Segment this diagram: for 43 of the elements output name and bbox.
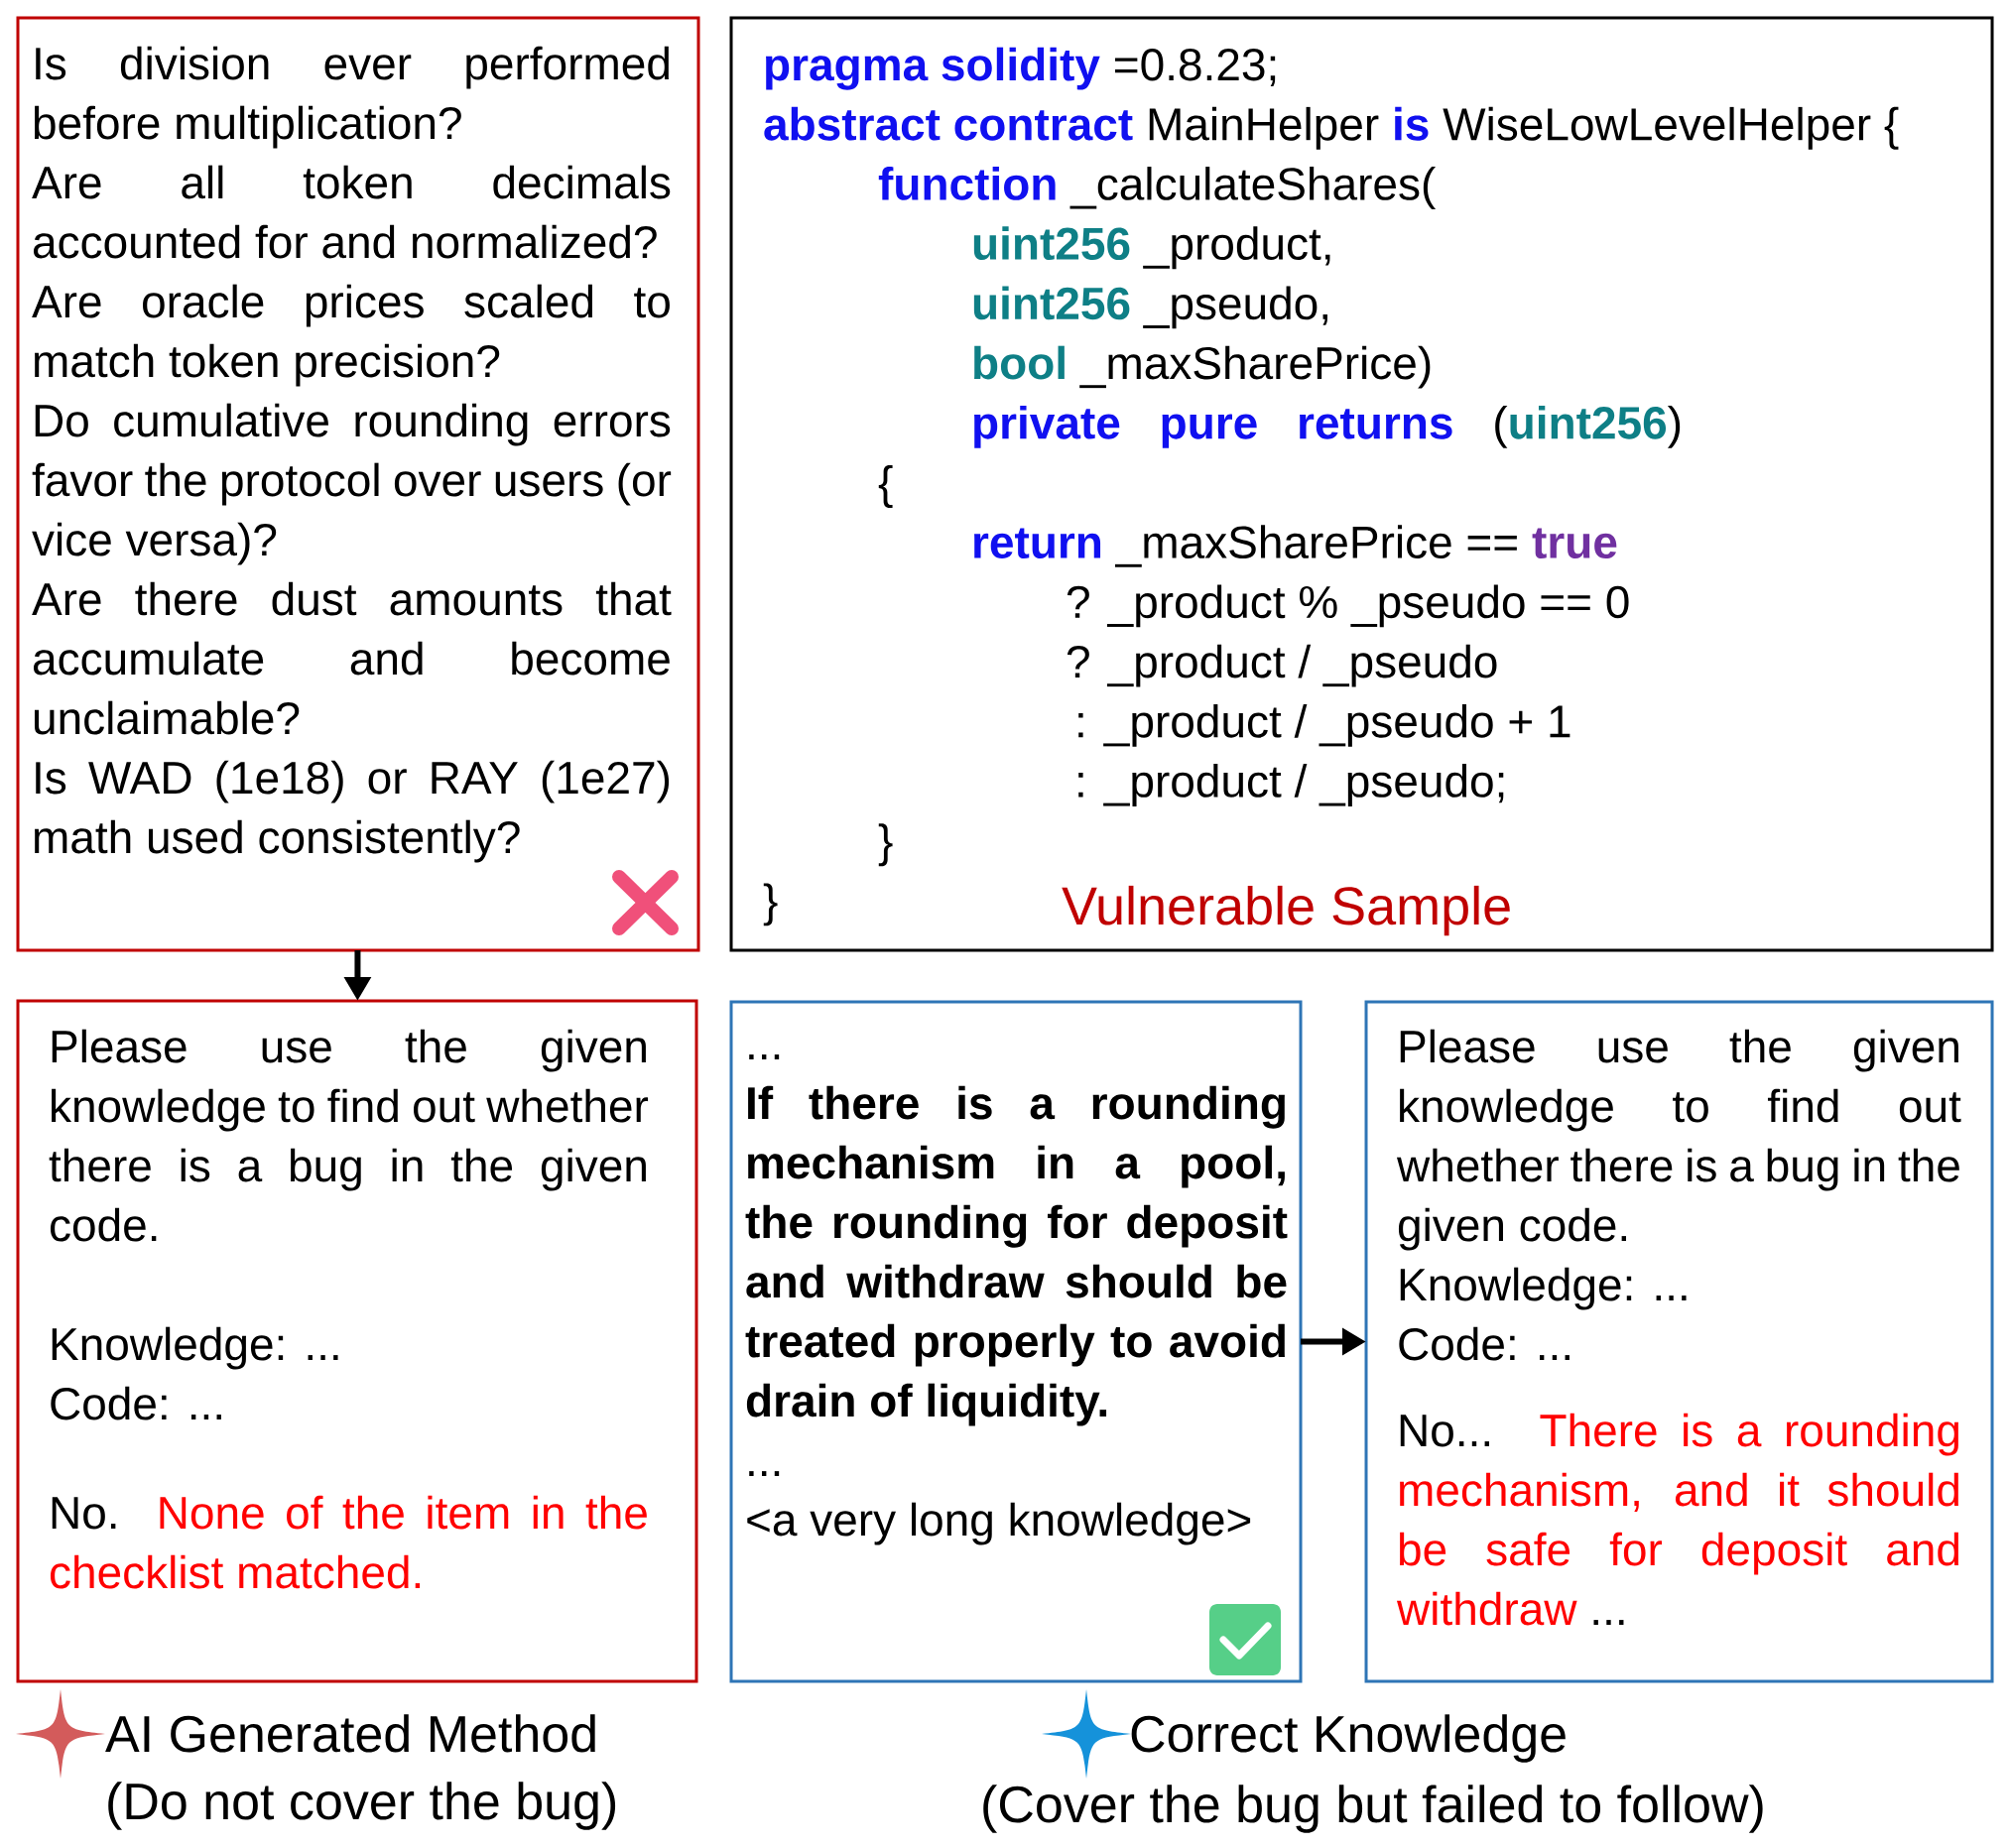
- knowledge-text: If there is a rounding mechanism in a pool, the rounding for deposit and withdraw should be treated properly to avoid drain of liquidity.: [745, 1085, 1288, 1426]
- sample-caption: Vulnerable Sample: [1062, 885, 1510, 936]
- question-text: Are all token decimals accounted for and normalized?: [32, 165, 671, 259]
- question-text: Are there dust amounts that accumulate and become unclaimable?: [32, 581, 672, 735]
- question-text: Is division ever performed before multiplication?: [34, 46, 669, 149]
- prompt-box: [1364, 1000, 1994, 1683]
- code-line: }: [878, 823, 893, 867]
- prompt-text: Please use the given knowledge to find out whether there is a bug in the given code.: [49, 1029, 649, 1242]
- question-text: Is WAD (1e18) or RAY (1e27) math used consistently?: [35, 760, 670, 863]
- placeholder-text: <a very long knowledge>: [747, 1502, 1251, 1545]
- code-line: {: [878, 465, 893, 508]
- caption-text: AI Generated Method: [105, 1714, 595, 1753]
- code-line: ? _product / _pseudo: [1067, 644, 1497, 687]
- prompt-box: [16, 999, 698, 1683]
- answer-text: No... There is a rounding mechanism, and it should be safe for deposit and withdraw ...: [1396, 1413, 1958, 1626]
- code-line: return _maxSharePrice == true: [974, 525, 1617, 567]
- prompt-text: Knowledge: ...: [1400, 1267, 1687, 1310]
- code-line: ? _product % _pseudo == 0: [1067, 584, 1629, 628]
- code-line: uint256 _product,: [973, 226, 1330, 270]
- prompt-text: Please use the given knowledge to find out whether there is a bug in the given code.: [1396, 1029, 1961, 1251]
- code-line: uint256 _pseudo,: [973, 286, 1327, 329]
- question-text: Do cumulative rounding errors favor the protocol over users (or vice versa)?: [32, 403, 672, 565]
- prompt-text: Code: ...: [51, 1386, 221, 1420]
- caption-text: Correct Knowledge: [1131, 1714, 1566, 1763]
- code-line: bool _maxSharePrice): [974, 345, 1431, 389]
- ellipsis-text: ...: [749, 1471, 780, 1476]
- code-box: [729, 16, 1994, 952]
- code-line: pragma solidity =0.8.23;: [766, 47, 1276, 90]
- code-line: : _product / _pseudo;: [1078, 764, 1504, 806]
- code-line: }: [763, 883, 778, 926]
- caption-text: (Do not cover the bug): [108, 1782, 616, 1830]
- question-text: Are oracle prices scaled to match token precision?: [32, 284, 670, 387]
- knowledge-box: [729, 1000, 1303, 1683]
- code-line: : _product / _pseudo + 1: [1078, 703, 1570, 747]
- code-line: abstract contract MainHelper is WiseLowLevelHelper {: [764, 106, 1899, 150]
- caption-text: (Cover the bug but failed to follow): [983, 1785, 1763, 1833]
- code-line: private pure returns (uint256): [974, 405, 1681, 448]
- code-line: function _calculateShares(: [878, 167, 1437, 209]
- checklist-box: [16, 16, 700, 952]
- prompt-text: Knowledge: ...: [52, 1326, 338, 1370]
- answer-text: No. None of the item in the checklist matched.: [50, 1495, 647, 1589]
- ellipsis-text: ...: [749, 1054, 780, 1059]
- prompt-text: Code: ...: [1399, 1326, 1570, 1361]
